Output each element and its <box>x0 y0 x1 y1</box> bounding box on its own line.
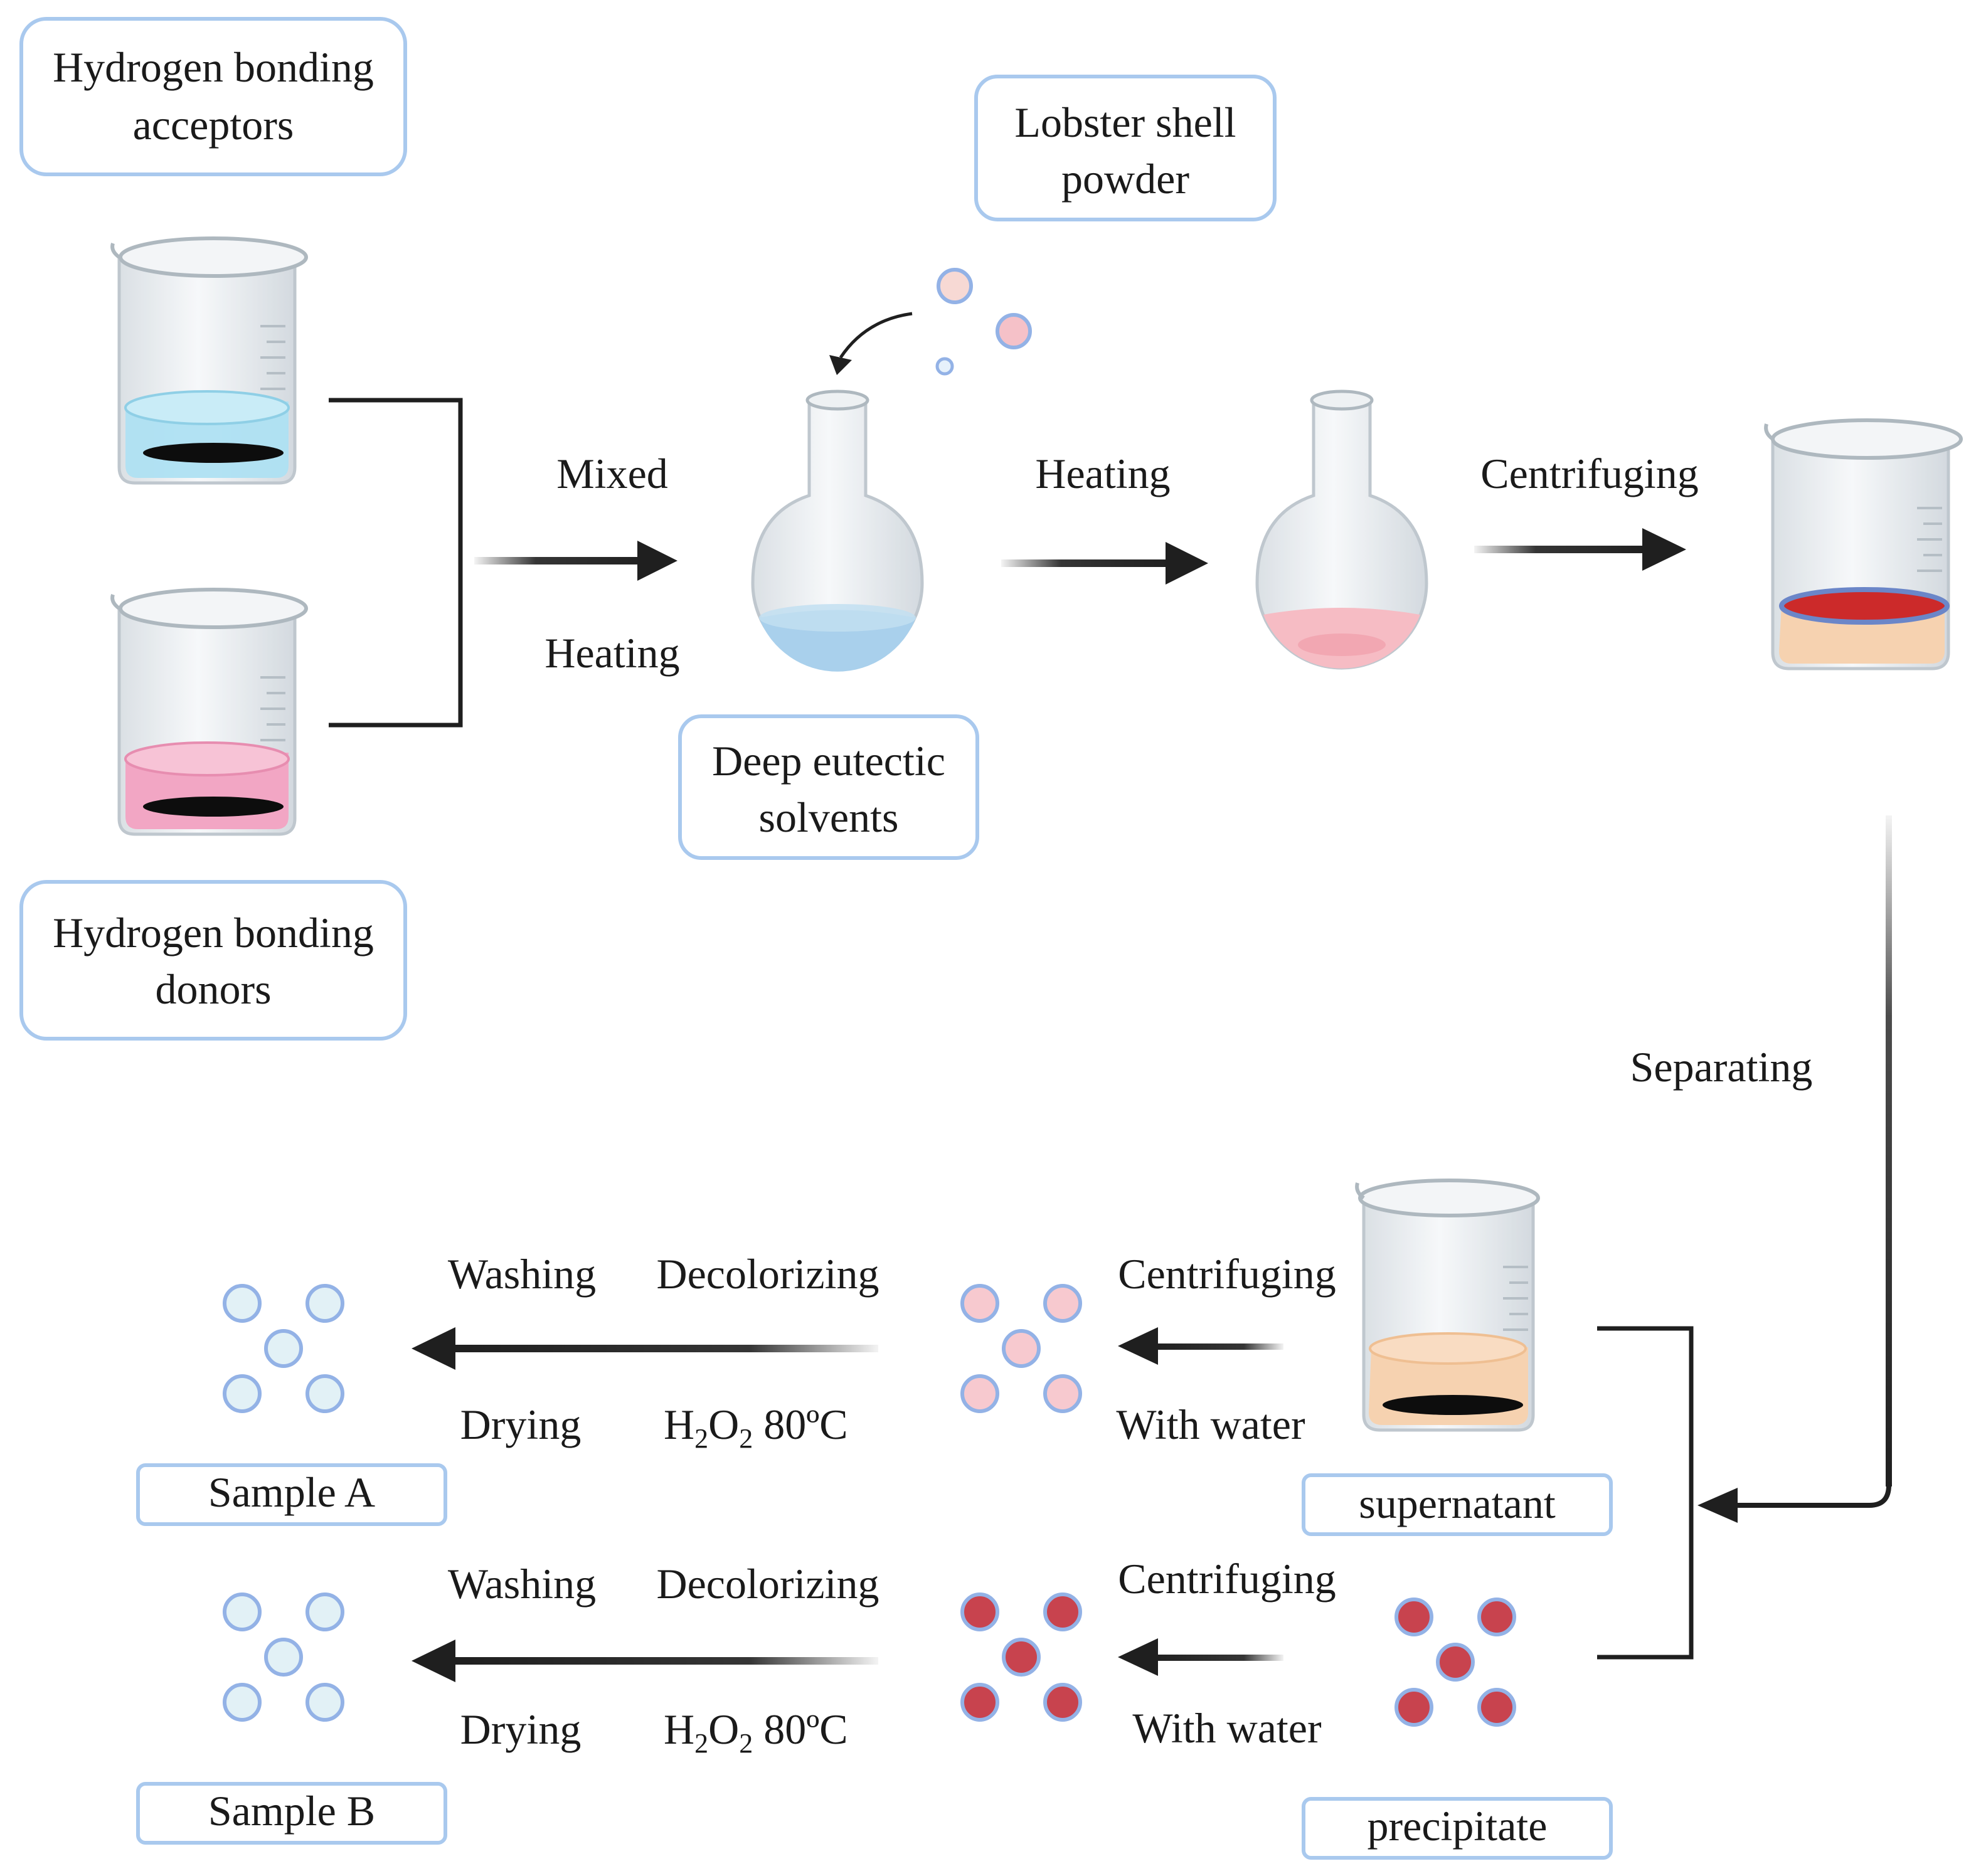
heating-label-lower: Heating <box>544 629 679 677</box>
split-bracket <box>1597 1326 1694 1660</box>
row-a-with-water-label: With water <box>1116 1401 1305 1448</box>
des-label-line1: Deep eutectic <box>712 737 945 785</box>
row-a: Centrifuging With water Washing Decolori… <box>136 1250 1336 1526</box>
centrifuging-arrow-top <box>1474 528 1686 571</box>
precipitate-particles <box>1394 1598 1516 1727</box>
hba-label-line2: acceptors <box>133 101 294 149</box>
supernatant-beaker <box>1355 1179 1540 1432</box>
row-b-wash-arrow <box>412 1640 878 1682</box>
row-a-drying-label: Drying <box>460 1401 582 1448</box>
acceptor-beaker <box>110 236 308 485</box>
sample-b-label-box: Sample B <box>136 1782 447 1845</box>
row-b-h2o2-label: H2O2 80ºC <box>664 1705 848 1759</box>
heating-arrow <box>1001 542 1208 585</box>
row-a-pink-particles <box>960 1284 1082 1413</box>
row-b-red-particles <box>960 1592 1082 1722</box>
sample-a-label-box: Sample A <box>136 1463 447 1526</box>
separating-connector <box>1697 815 1892 1523</box>
merge-bracket <box>329 398 463 728</box>
heated-flask <box>1255 390 1428 670</box>
row-b-centrifuge-arrow <box>1118 1638 1283 1676</box>
sample-a-label: Sample A <box>208 1468 375 1516</box>
sample-a-particles <box>223 1284 344 1413</box>
row-a-centrifuging-label: Centrifuging <box>1118 1250 1336 1298</box>
row-a-h2o2-label: H2O2 80ºC <box>664 1401 848 1454</box>
separated-beaker <box>1764 418 1963 670</box>
row-a-wash-arrow <box>412 1327 878 1370</box>
des-label-box: Deep eutectic solvents <box>678 714 979 860</box>
precipitate-label-box: precipitate <box>1302 1797 1613 1860</box>
row-b-centrifuging-label: Centrifuging <box>1118 1555 1336 1603</box>
supernatant-label-box: supernatant <box>1302 1473 1613 1536</box>
precipitate-label: precipitate <box>1368 1802 1548 1850</box>
donor-beaker <box>110 588 308 836</box>
mix-arrow <box>474 541 677 581</box>
row-b: Centrifuging With water Washing Decolori… <box>136 1555 1336 1845</box>
hbd-label-box: Hydrogen bonding donors <box>19 880 407 1041</box>
row-a-decolorizing-label: Decolorizing <box>657 1250 879 1298</box>
lobster-label-line2: powder <box>1061 155 1189 203</box>
row-b-drying-label: Drying <box>460 1705 582 1753</box>
row-b-with-water-label: With water <box>1132 1704 1322 1752</box>
sample-b-label: Sample B <box>208 1787 375 1835</box>
hbd-label-line2: donors <box>155 965 271 1013</box>
heating-label-upper: Heating <box>1035 450 1170 497</box>
des-flask <box>751 390 924 672</box>
lobster-powder-particles <box>935 268 1032 376</box>
separating-label: Separating <box>1630 1043 1813 1091</box>
hbd-label-line1: Hydrogen bonding <box>53 909 374 957</box>
hba-label-line1: Hydrogen bonding <box>53 43 374 91</box>
row-b-washing-label: Washing <box>448 1560 596 1608</box>
row-a-washing-label: Washing <box>448 1250 596 1298</box>
row-b-decolorizing-label: Decolorizing <box>657 1560 879 1608</box>
lobster-label-line1: Lobster shell <box>1014 98 1236 146</box>
mixed-label: Mixed <box>556 450 668 497</box>
row-a-centrifuge-arrow <box>1118 1327 1283 1365</box>
lobster-label-box: Lobster shell powder <box>974 75 1277 221</box>
curved-drop-arrow <box>829 312 913 375</box>
sample-b-particles <box>223 1592 344 1722</box>
supernatant-label: supernatant <box>1359 1480 1556 1527</box>
centrifuging-label-top: Centrifuging <box>1480 450 1699 497</box>
des-label-line2: solvents <box>759 793 899 841</box>
hba-label-box: Hydrogen bonding acceptors <box>19 17 407 176</box>
